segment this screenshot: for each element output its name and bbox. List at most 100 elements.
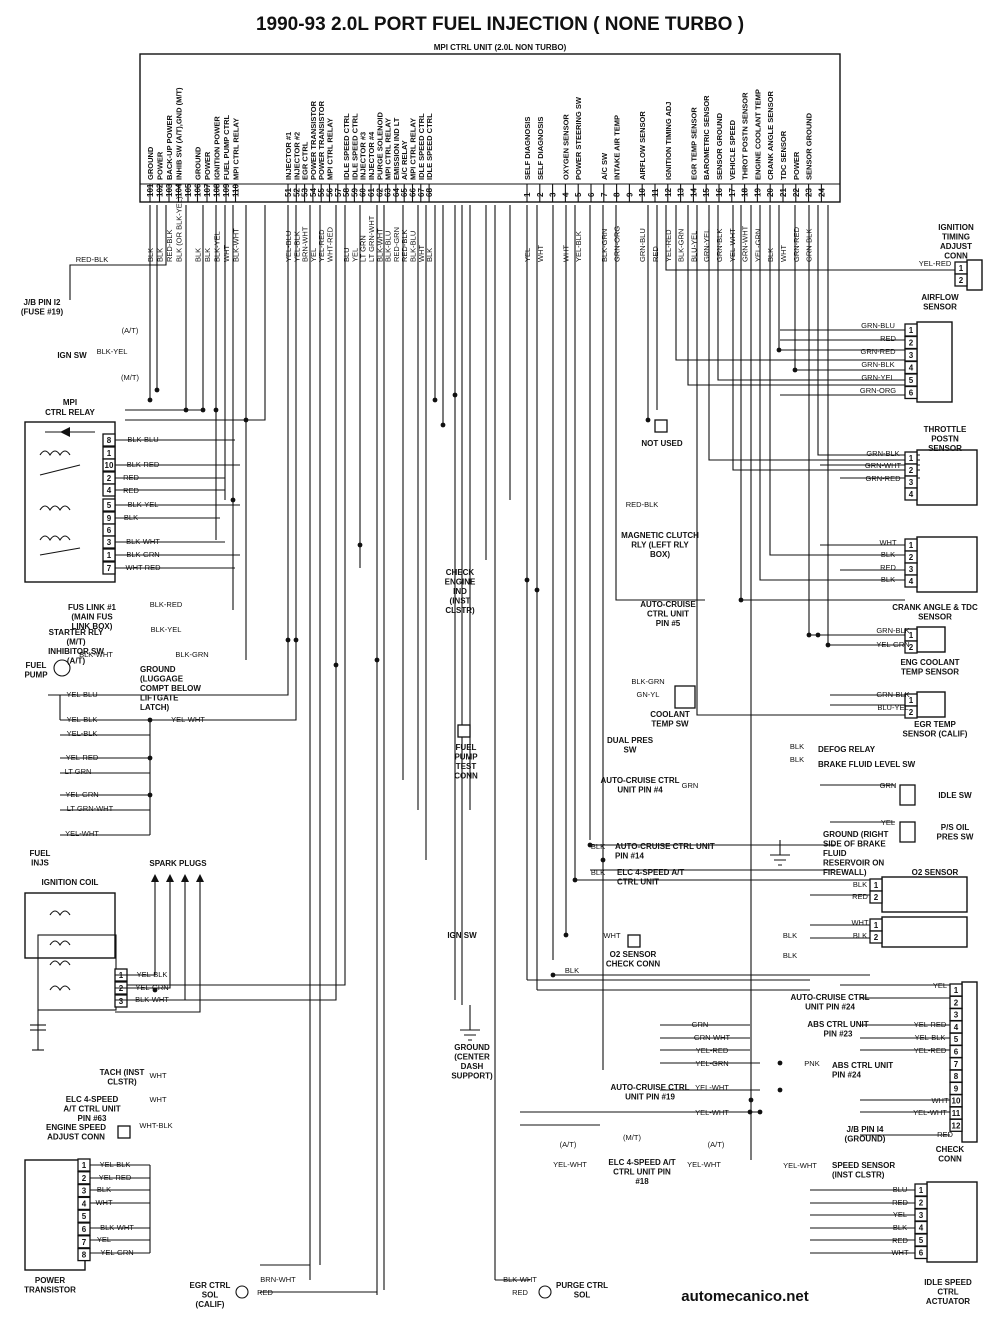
- mag-clutch-label: BOX): [650, 550, 670, 559]
- ecu-wire-color: YEL-BLK: [574, 231, 583, 262]
- ground-right-label: FIREWALL): [823, 868, 867, 877]
- ecu-pin-number: 68: [425, 188, 434, 197]
- o2-conn-upper-pin-number: 2: [874, 893, 879, 902]
- wire-color-label: YEL-GRN: [65, 790, 98, 799]
- idle-sw-box: [899, 784, 916, 806]
- auto-cruise-24-label: AUTO-CRUISE CTRL: [791, 993, 870, 1002]
- power-transistor-pin-box: [77, 1247, 91, 1262]
- relay-pin-box: [102, 483, 116, 497]
- wire-color-label: GRN: [682, 781, 699, 790]
- ecu-wire-color: BLK-GRN: [677, 229, 686, 262]
- junction-dot: [154, 387, 160, 393]
- power-transistor-label: TRANSISTOR: [24, 1286, 76, 1295]
- ecu-wire-color: YEL-GRN: [753, 229, 762, 262]
- check-engine-label: CLSTR): [445, 606, 475, 615]
- wire-color-label: YEL-BLK: [137, 970, 168, 979]
- wire-color-label: BLU: [893, 1185, 908, 1194]
- auto-cruise-5-label: AUTO-CRUISE: [640, 600, 696, 609]
- ground-right-label: GROUND (RIGHT: [823, 830, 888, 839]
- ground-right-symbol: [770, 840, 790, 866]
- ecu-pin-number: 104: [175, 183, 184, 197]
- wire-color-label: WHT-BLK: [139, 1121, 172, 1130]
- ecu-wire-color: WHT-RED: [326, 226, 335, 262]
- ecu-pin-label: POWER TRANSISTOR: [317, 100, 326, 180]
- wire-color-label: BLK: [783, 951, 797, 960]
- ps-oil-label: PRES SW: [937, 833, 974, 842]
- throttle-conn-pin-number: 4: [909, 490, 914, 499]
- ecu-wire-color: GRN-BLK: [715, 229, 724, 262]
- wire-color-label: RED: [937, 1130, 953, 1139]
- wire-color-label: BLK-RED: [150, 600, 183, 609]
- power-transistor-pin-number: 6: [82, 1225, 87, 1234]
- fuel-injs-label: INJS: [31, 859, 49, 868]
- junction-dot: [452, 392, 458, 398]
- ecu-wire-color: BRN-WHT: [301, 226, 310, 262]
- junction-dot: [738, 597, 744, 603]
- auto-cruise-19-label: UNIT PIN #19: [625, 1093, 675, 1102]
- speed-sensor-label: SPEED SENSOR: [832, 1161, 895, 1170]
- purge-sol-label: PURGE CTRL: [556, 1281, 608, 1290]
- ecu-pin-number: 7: [600, 192, 609, 197]
- relay-pin-number: 7: [107, 564, 112, 573]
- ecu-pin-number: 54: [309, 188, 318, 197]
- wire-color-label: (M/T): [623, 1133, 641, 1142]
- junction-dot: [285, 637, 291, 643]
- wire-color-label: GRN-BLU: [861, 321, 895, 330]
- dual-pres-label: DUAL PRES: [607, 736, 654, 745]
- jb-fuse-label: J/B PIN I2: [24, 298, 61, 307]
- check-engine-label: CHECK: [446, 568, 475, 577]
- check-conn-label: CHECK: [936, 1145, 965, 1154]
- junction-dot: [600, 857, 606, 863]
- harness: [48, 205, 960, 1295]
- o2-conn-lower-pin-number: 1: [874, 921, 879, 930]
- ign-timing-label: IGNITION: [938, 223, 974, 232]
- idle-actuator-conn-pin-number: 2: [919, 1199, 924, 1208]
- o2-conn-lower-pin-number: 2: [874, 933, 879, 942]
- ecu-wire-color: RED-BLK: [165, 229, 174, 262]
- ground-center-label: (CENTER: [454, 1053, 490, 1062]
- wire-color-label: (A/T): [708, 1140, 725, 1149]
- ecu-pin-number: 14: [689, 188, 698, 197]
- abs-23-label: PIN #23: [824, 1030, 853, 1039]
- power-transistor-pin-box: [77, 1209, 91, 1223]
- coolant-conn-pin: [904, 640, 918, 654]
- ecu-pin-label: MPI CTRL RELAY: [409, 118, 418, 180]
- wire-color-label: RED: [880, 334, 896, 343]
- ecu-pin-number: 13: [677, 188, 686, 197]
- ecu-pin-label: INHIB SW (A/T),GND (M/T): [175, 87, 184, 180]
- ign-coil-label: IGNITION COIL: [42, 878, 99, 887]
- ecu-pin-number: 66: [409, 188, 418, 197]
- ign-timing-label: TIMING: [942, 233, 970, 242]
- wire-color-label: YEL-WHT: [695, 1108, 729, 1117]
- ecu-wire-color: BLK: [156, 248, 165, 262]
- ecu-pin-number: 53: [301, 188, 310, 197]
- egr-sol-label: SOL: [202, 1291, 219, 1300]
- ground-center-label: DASH: [461, 1062, 484, 1071]
- ecu-pin-label: POWER: [792, 151, 801, 180]
- ecu-wire-color: BLK-BLU: [384, 231, 393, 262]
- wire-color-label: BLK-YEL: [128, 500, 159, 509]
- mpi-relay-title-2: CTRL RELAY: [45, 408, 95, 417]
- ecu-pin-number: 1: [523, 192, 532, 197]
- wire-color-label: YEL-WHT: [913, 1108, 947, 1117]
- junction-dot: [524, 577, 530, 583]
- elc-18-label: #18: [635, 1177, 649, 1186]
- ecu-wire-color: BLK-YEL: [213, 231, 222, 262]
- power-transistor-pin-box: [77, 1235, 91, 1249]
- wire-color-label: YEL-RED: [919, 259, 952, 268]
- ign-timing-label: CONN: [944, 252, 968, 261]
- wire-color-label: YEL-WHT: [687, 1160, 721, 1169]
- relay-pin-number: 10: [105, 461, 114, 470]
- egr-sol-icon: [235, 1285, 249, 1299]
- coolant-sensor-label: ENG COOLANT: [900, 658, 959, 667]
- check-engine-label: ENGINE: [445, 578, 476, 587]
- ecu-pin-number: 22: [792, 188, 801, 197]
- ground-right-label: SIDE OF BRAKE: [823, 840, 886, 849]
- wire-color-label: GRN-RED: [861, 347, 897, 356]
- power-transistor-pin-number: 5: [82, 1212, 87, 1221]
- wire-color-label: BLK-GRN: [631, 677, 664, 686]
- wire-color-label: RED-BLK: [626, 500, 659, 509]
- wire-color-label: YEL: [893, 1210, 907, 1219]
- fus-link-label: LINK BOX): [72, 622, 113, 631]
- wire-color-label: BRN-WHT: [260, 1275, 296, 1284]
